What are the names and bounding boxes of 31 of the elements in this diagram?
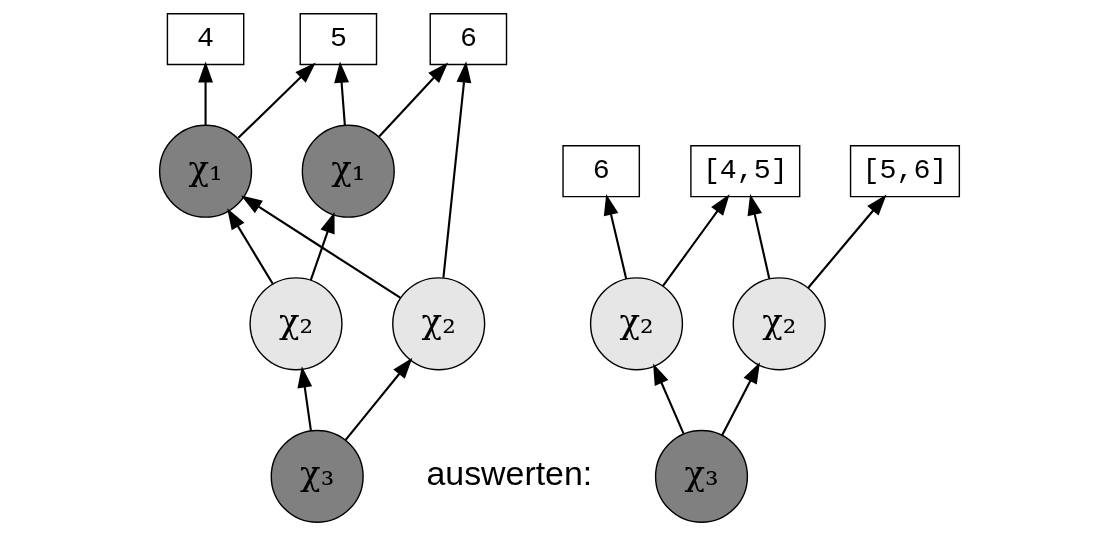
node-circle: χ₁ bbox=[158, 124, 252, 218]
arrow bbox=[661, 194, 730, 287]
node-circle: χ₂ bbox=[732, 277, 826, 371]
node-box: 6 bbox=[561, 145, 640, 198]
node-box: 5 bbox=[299, 12, 377, 66]
arrow bbox=[309, 211, 335, 281]
arrow bbox=[603, 193, 627, 279]
arrow bbox=[237, 62, 316, 139]
arrow bbox=[240, 195, 401, 299]
node-circle: χ₃ bbox=[270, 429, 364, 524]
arrow bbox=[747, 193, 770, 279]
node-box: 6 bbox=[429, 12, 507, 66]
arrow bbox=[652, 363, 685, 435]
arrow bbox=[296, 366, 312, 431]
node-circle: χ₂ bbox=[391, 277, 485, 371]
arrow bbox=[344, 357, 412, 441]
arrow bbox=[197, 61, 213, 125]
label: auswerten: bbox=[425, 454, 592, 493]
node-circle: χ₂ bbox=[589, 277, 683, 371]
arrow bbox=[226, 208, 274, 285]
arrow bbox=[806, 194, 887, 289]
arrow bbox=[441, 61, 471, 278]
node-circle: χ₂ bbox=[248, 277, 343, 371]
arrow bbox=[333, 61, 349, 126]
arrow bbox=[377, 62, 448, 138]
node-circle: χ₁ bbox=[301, 124, 395, 218]
node-box: 4 bbox=[166, 12, 244, 66]
arrow bbox=[720, 362, 760, 436]
node-box: [4,5] bbox=[689, 145, 800, 198]
node-circle: χ₃ bbox=[654, 429, 748, 524]
node-box: [5,6] bbox=[849, 145, 960, 198]
